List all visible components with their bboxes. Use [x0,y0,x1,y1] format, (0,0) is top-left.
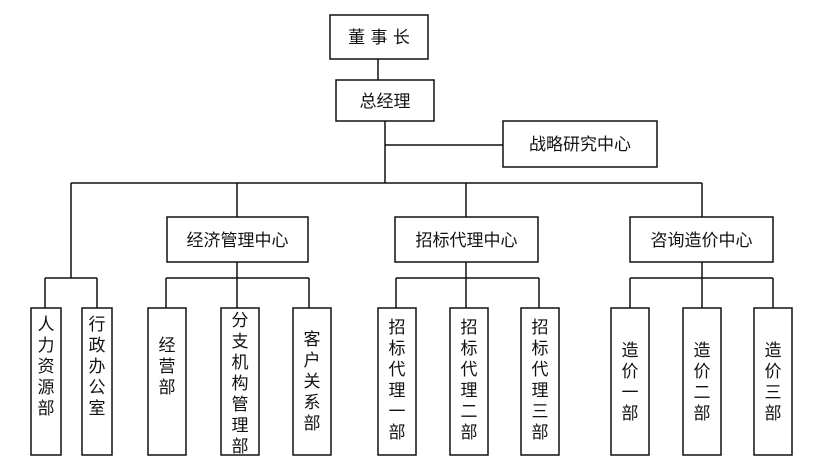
strategy-center-label: 战略研究中心 [529,135,631,155]
department-label: 造价三部 [765,341,782,424]
department-label: 招标代理二部 [461,318,478,443]
center-node-1: 经济管理中心 [166,216,309,263]
department-label: 造价二部 [694,341,711,424]
strategy-center-node: 战略研究中心 [502,120,658,168]
center-node-3: 咨询造价中心 [629,216,774,263]
department-node: 行政办公室 [81,307,113,456]
department-label: 造价一部 [622,341,639,424]
center-label-1: 经济管理中心 [187,231,289,251]
department-node: 造价一部 [610,307,650,456]
connector-lines [44,59,774,308]
department-node: 造价三部 [753,307,793,456]
center-1-departments: 经营部 分支机构管理部 客户关系部 [147,307,332,457]
department-node: 招标代理三部 [520,307,560,456]
department-node: 客户关系部 [292,307,332,456]
chairman-label: 董 事 长 [348,28,410,48]
center-node-2: 招标代理中心 [394,216,539,263]
center-label-3: 咨询造价中心 [651,231,753,251]
department-label: 行政办公室 [89,315,106,419]
center-2-departments: 招标代理一部 招标代理二部 招标代理三部 [377,307,560,456]
department-node: 经营部 [147,307,187,456]
department-node: 人力资源部 [30,307,62,456]
department-node: 招标代理二部 [449,307,489,456]
general-manager-node: 总经理 [335,79,435,122]
department-node: 分支机构管理部 [220,307,260,457]
department-label: 经营部 [159,336,176,398]
department-label: 招标代理三部 [532,318,549,443]
chairman-node: 董 事 长 [329,14,429,60]
general-manager-label: 总经理 [360,92,411,112]
department-node: 造价二部 [682,307,722,456]
department-label: 人力资源部 [38,315,55,419]
center-3-departments: 造价一部 造价二部 造价三部 [610,307,793,456]
center-label-2: 招标代理中心 [416,231,518,251]
department-label: 客户关系部 [304,330,321,434]
department-node: 招标代理一部 [377,307,417,456]
department-label: 分支机构管理部 [232,311,249,457]
direct-departments: 人力资源部 行政办公室 [30,307,113,456]
department-label: 招标代理一部 [389,318,406,443]
